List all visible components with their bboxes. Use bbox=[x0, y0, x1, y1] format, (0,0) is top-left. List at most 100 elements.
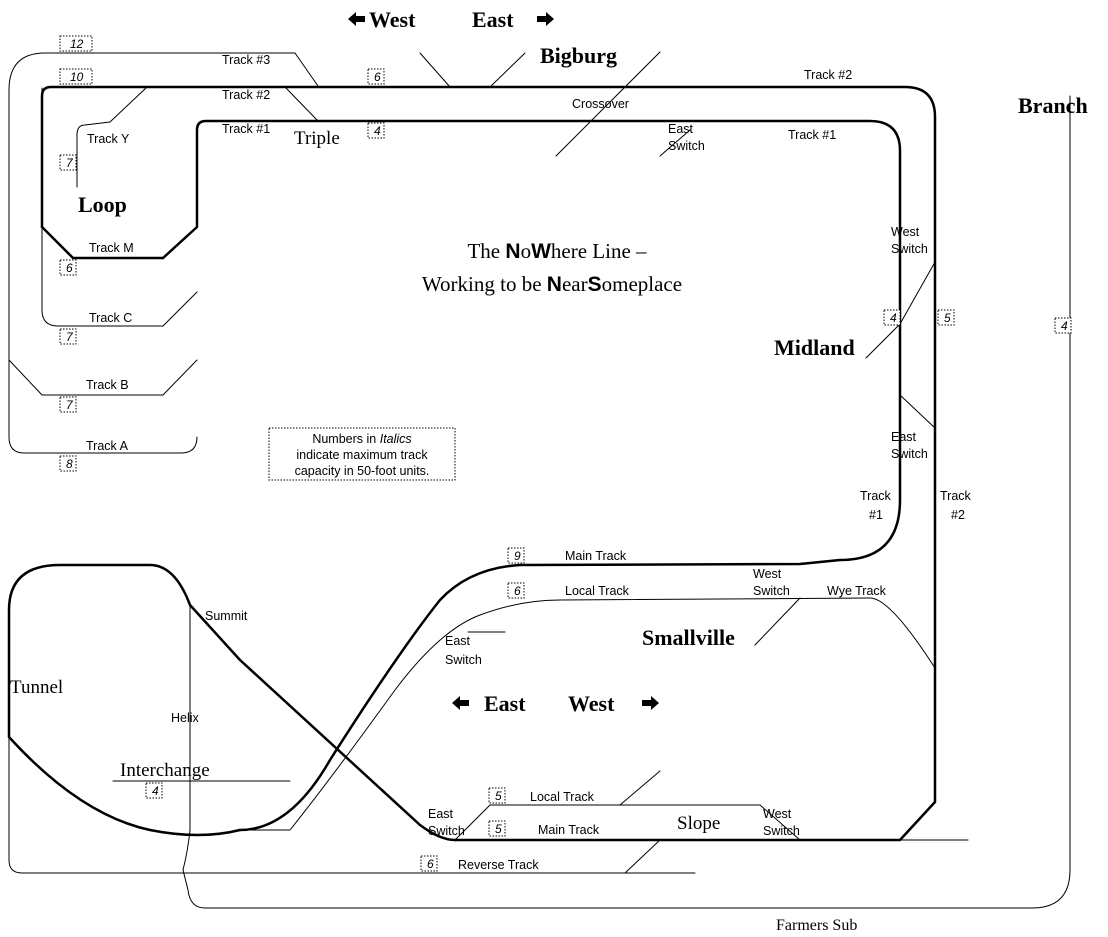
svg-text:10: 10 bbox=[70, 70, 84, 84]
track-2-diverge bbox=[284, 86, 319, 122]
label-east-switch-big-1: East bbox=[668, 122, 694, 136]
direction-east-top: East bbox=[472, 7, 514, 32]
track-m-bold bbox=[40, 225, 165, 260]
note-line-2: indicate maximum track bbox=[296, 448, 428, 462]
svg-text:7: 7 bbox=[66, 398, 74, 412]
direction-east-bottom: East bbox=[484, 691, 526, 716]
label-wye-track: Wye Track bbox=[827, 584, 887, 598]
capacity-slope-main5: 5 bbox=[488, 820, 506, 837]
capacity-track10: 10 bbox=[59, 68, 93, 85]
label-reverse-track: Reverse Track bbox=[458, 858, 539, 872]
label-summit: Summit bbox=[205, 609, 248, 623]
svg-text:4: 4 bbox=[374, 124, 381, 138]
capacity-interchange4: 4 bbox=[145, 782, 163, 799]
label-track-2-mid-1: Track bbox=[940, 489, 972, 503]
label-track1-top: Track #1 bbox=[222, 122, 270, 136]
label-west-switch-small-2: Switch bbox=[753, 584, 790, 598]
svg-text:9: 9 bbox=[514, 549, 521, 563]
branch-line bbox=[182, 95, 1071, 909]
capacity-track7-y: 7 bbox=[59, 154, 77, 171]
capacity-midland5: 5 bbox=[937, 309, 955, 326]
direction-top: West East bbox=[348, 7, 554, 32]
label-local-track: Local Track bbox=[565, 584, 630, 598]
svg-text:8: 8 bbox=[66, 457, 73, 471]
direction-west-top: West bbox=[369, 7, 416, 32]
label-main-track: Main Track bbox=[565, 549, 627, 563]
label-track-c: Track C bbox=[89, 311, 132, 325]
town-tunnel: Tunnel bbox=[10, 677, 63, 698]
svg-text:6: 6 bbox=[66, 261, 73, 275]
svg-text:7: 7 bbox=[66, 330, 74, 344]
label-track3: Track #3 bbox=[222, 53, 270, 67]
svg-text:4: 4 bbox=[152, 784, 159, 798]
label-east-switch-small-2: Switch bbox=[445, 653, 482, 667]
track-2-bold bbox=[40, 85, 937, 842]
label-east-switch-small-1: East bbox=[445, 634, 471, 648]
town-midland: Midland bbox=[774, 335, 855, 360]
capacity-track7-b: 7 bbox=[59, 396, 77, 413]
town-branch: Branch bbox=[1018, 93, 1088, 118]
label-east-switch-mid-1: East bbox=[891, 430, 917, 444]
capacity-branch4: 4 bbox=[1054, 317, 1072, 334]
town-smallville: Smallville bbox=[642, 625, 735, 650]
town-interchange: Interchange bbox=[120, 760, 210, 781]
label-track-b: Track B bbox=[86, 378, 129, 392]
capacity-reverse6: 6 bbox=[420, 855, 438, 872]
label-track-m: Track M bbox=[89, 241, 134, 255]
slope-local-diagonal bbox=[619, 770, 661, 806]
label-track-y: Track Y bbox=[87, 132, 130, 146]
reverse-diagonal bbox=[624, 839, 661, 874]
arrow-left-icon bbox=[348, 12, 365, 26]
arrow-left-bottom-icon bbox=[452, 696, 469, 710]
label-east-switch-big-2: Switch bbox=[668, 139, 705, 153]
svg-text:12: 12 bbox=[70, 37, 84, 51]
track-1-bold bbox=[161, 119, 902, 832]
svg-text:4: 4 bbox=[890, 311, 897, 325]
note-line-3: capacity in 50-foot units. bbox=[295, 464, 430, 478]
towns: Bigburg Branch Loop Midland Smallville T… bbox=[10, 43, 1088, 934]
label-track-a: Track A bbox=[86, 439, 129, 453]
label-track-2-mid-2: #2 bbox=[951, 508, 965, 522]
label-track1-right: Track #1 bbox=[788, 128, 836, 142]
svg-text:6: 6 bbox=[514, 584, 521, 598]
main-bold-tracks bbox=[7, 85, 937, 842]
label-track2-top: Track #2 bbox=[222, 88, 270, 102]
town-triple: Triple bbox=[294, 128, 340, 149]
track-y-line bbox=[76, 86, 148, 188]
label-west-switch-slope-1: West bbox=[763, 807, 792, 821]
town-bigburg: Bigburg bbox=[540, 43, 617, 68]
capacity-track12: 12 bbox=[59, 35, 93, 52]
label-track-1-mid-1: Track bbox=[860, 489, 892, 503]
label-helix: Helix bbox=[171, 711, 200, 725]
bigburg-approach-west bbox=[419, 52, 451, 88]
capacity-main9: 9 bbox=[507, 547, 525, 564]
track-12-outer bbox=[8, 52, 319, 454]
capacity-track8-a: 8 bbox=[59, 455, 77, 472]
label-main-track-slope: Main Track bbox=[538, 823, 600, 837]
bigburg-approach-east bbox=[489, 52, 526, 88]
label-west-switch-small-1: West bbox=[753, 567, 782, 581]
east-switch-big-line bbox=[659, 129, 691, 157]
slope-local-track bbox=[454, 804, 801, 841]
tunnel-bold bbox=[7, 563, 457, 842]
track-b-line bbox=[8, 359, 198, 396]
capacity-midland4: 4 bbox=[883, 309, 901, 326]
note-line-1: Numbers in Italics bbox=[312, 432, 411, 446]
svg-text:5: 5 bbox=[495, 789, 502, 803]
svg-text:6: 6 bbox=[427, 857, 434, 871]
label-track2-right: Track #2 bbox=[804, 68, 852, 82]
capacity-bigburg6: 6 bbox=[367, 68, 385, 85]
crossover-line bbox=[555, 51, 661, 157]
track-c-line bbox=[41, 226, 198, 327]
capacity-local6: 6 bbox=[507, 582, 525, 599]
capacity-slope-local5: 5 bbox=[488, 787, 506, 804]
wye-switch-line bbox=[754, 597, 801, 646]
svg-text:4: 4 bbox=[1061, 319, 1068, 333]
town-loop: Loop bbox=[78, 192, 127, 217]
label-west-switch-slope-2: Switch bbox=[763, 824, 800, 838]
svg-text:6: 6 bbox=[374, 70, 381, 84]
capacity-boxes: 12 10 7 6 7 7 8 6 4 4 5 4 9 6 4 5 5 6 bbox=[59, 35, 1072, 872]
direction-west-bottom: West bbox=[568, 691, 615, 716]
svg-text:7: 7 bbox=[66, 156, 74, 170]
local-track-small bbox=[239, 597, 936, 831]
